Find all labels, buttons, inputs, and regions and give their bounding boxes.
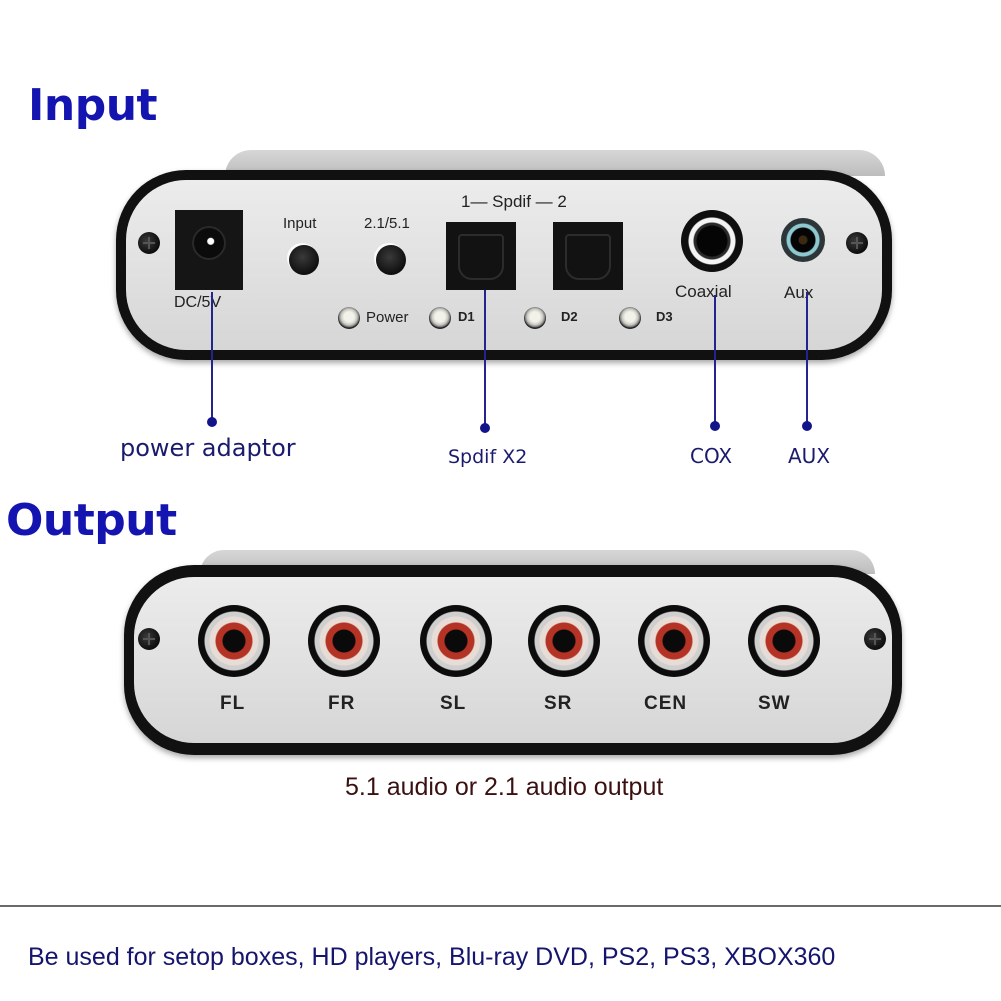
channel-label-cen: CEN — [644, 693, 688, 714]
d2-led-icon — [524, 307, 546, 329]
screw-icon — [846, 232, 868, 254]
channel-label-sl: SL — [440, 693, 467, 714]
spdif-header-label: 1— Spdif — 2 — [461, 192, 567, 211]
d1-led-label: D1 — [458, 309, 475, 324]
input-select-button[interactable] — [289, 245, 319, 275]
d3-led-label: D3 — [656, 309, 673, 324]
coaxial-port[interactable] — [681, 210, 743, 272]
callout-line-power — [211, 292, 213, 420]
dc-jack[interactable] — [175, 210, 243, 290]
rca-jack-cen[interactable] — [638, 605, 710, 677]
power-led-icon — [338, 307, 360, 329]
callout-dot-icon — [802, 421, 812, 431]
callout-power-adaptor: power adaptor — [120, 434, 296, 462]
optical-port-2[interactable] — [553, 222, 623, 290]
channel-label-fr: FR — [328, 693, 356, 714]
compatibility-text: Be used for setop boxes, HD players, Blu… — [28, 943, 836, 971]
output-panel: FL FR SL SR CEN SW — [124, 565, 902, 755]
input-heading: Input — [28, 80, 158, 131]
optical-port-1[interactable] — [446, 222, 516, 290]
mode-select-button[interactable] — [376, 245, 406, 275]
callout-line-coax — [714, 295, 716, 423]
mode-button-label: 2.1/5.1 — [364, 215, 410, 232]
dc-jack-hole-icon — [192, 226, 226, 260]
callout-cox: COX — [690, 444, 733, 468]
channel-label-fl: FL — [220, 693, 246, 714]
callout-spdif: Spdif X2 — [448, 446, 528, 468]
callout-dot-icon — [480, 423, 490, 433]
d3-led-icon — [619, 307, 641, 329]
rca-jack-fl[interactable] — [198, 605, 270, 677]
dc-label: DC/5V — [174, 294, 222, 311]
callout-line-aux — [806, 292, 808, 423]
d2-led-label: D2 — [561, 309, 578, 324]
rca-jack-sr[interactable] — [528, 605, 600, 677]
callout-aux: AUX — [788, 444, 831, 468]
coaxial-label: Coaxial — [675, 282, 732, 301]
input-button-label: Input — [283, 215, 317, 232]
optical-port-icon — [565, 234, 611, 280]
screw-icon — [864, 628, 886, 650]
aux-label: Aux — [784, 283, 814, 302]
screw-icon — [138, 232, 160, 254]
callout-line-spdif — [484, 290, 486, 425]
callout-dot-icon — [710, 421, 720, 431]
power-led-label: Power — [366, 309, 409, 326]
footer-divider — [0, 905, 1001, 907]
optical-port-icon — [458, 234, 504, 280]
channel-label-sr: SR — [544, 693, 573, 714]
aux-port[interactable] — [781, 218, 825, 262]
rca-jack-sl[interactable] — [420, 605, 492, 677]
screw-icon — [138, 628, 160, 650]
callout-dot-icon — [207, 417, 217, 427]
d1-led-icon — [429, 307, 451, 329]
output-caption: 5.1 audio or 2.1 audio output — [345, 773, 664, 801]
input-panel: DC/5V Input 2.1/5.1 1— Spdif — 2 Coaxial… — [116, 170, 892, 360]
rca-jack-sw[interactable] — [748, 605, 820, 677]
output-heading: Output — [6, 495, 177, 546]
channel-label-sw: SW — [758, 693, 791, 714]
rca-jack-fr[interactable] — [308, 605, 380, 677]
